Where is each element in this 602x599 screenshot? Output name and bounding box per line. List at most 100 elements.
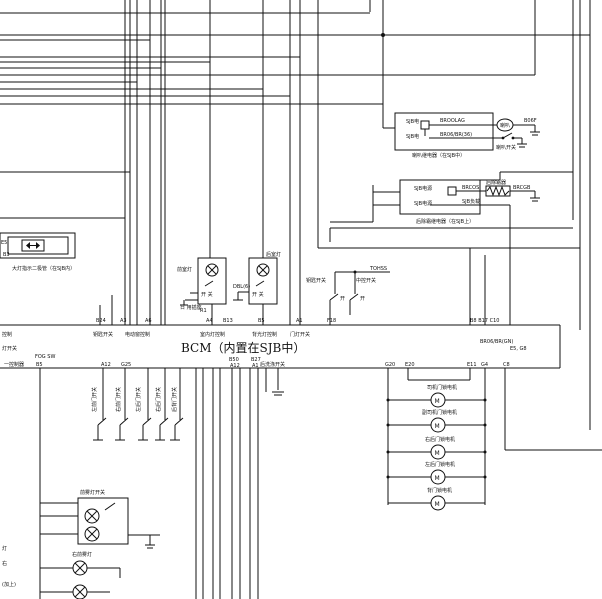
svg-text:E20: E20 (405, 362, 415, 368)
motor-label-5: 背门锁电机 (427, 487, 452, 494)
svg-text:G4: G4 (481, 362, 488, 368)
svg-text:G20: G20 (385, 362, 395, 368)
svg-text:BRCOS: BRCOS (462, 185, 479, 191)
svg-text:G25: G25 (121, 362, 131, 368)
svg-text:B5: B5 (36, 362, 43, 368)
svg-text:A1: A1 (296, 318, 303, 324)
horn-relay-pin-2: SJB电 (406, 133, 419, 140)
svg-text:B5: B5 (258, 318, 265, 324)
svg-text:A12: A12 (101, 362, 111, 368)
svg-text:开: 开 (360, 296, 365, 302)
room-lamp-label: 前室灯 (177, 266, 192, 273)
bcm-top-wires (99, 248, 486, 325)
door-switch-lr: 左后门开关 (135, 387, 142, 412)
svg-text:钥匙开关: 钥匙开关 (93, 331, 113, 338)
door-switch-rr: 右后门开关 (155, 387, 162, 412)
svg-text:F18: F18 (327, 318, 336, 324)
svg-text:BROOLAG: BROOLAG (440, 118, 465, 124)
svg-text:日 用插座: 日 用插座 (180, 304, 202, 311)
svg-text:背光灯控制: 背光灯控制 (252, 331, 277, 338)
door-switch-label: 中控开关 (356, 277, 376, 284)
svg-text:FOG SW: FOG SW (35, 354, 55, 360)
door-switch-back: 后背门开关 (171, 387, 178, 412)
svg-text:A1: A1 (252, 363, 259, 369)
key-switch-group: 钥匙开关 中控开关 TOHSS 开 开 (306, 266, 390, 325)
svg-text:控制: 控制 (2, 331, 12, 338)
svg-text:开: 开 (340, 296, 345, 302)
door-switch-lf: 左前门开关 (91, 387, 98, 412)
svg-text:灯: 灯 (2, 545, 7, 552)
motor-label-2: 副司机门锁电机 (422, 409, 457, 416)
svg-text:R1: R1 (200, 308, 207, 314)
svg-text:TOHSS: TOHSS (369, 266, 387, 272)
svg-text:A12: A12 (230, 363, 240, 369)
door-switches-group: 左前门开关 右前门开关 左后门开关 右后门开关 后背门开关 (39, 368, 284, 599)
left-module-label: 大灯指示二极管（在SJB内） (12, 265, 75, 272)
headlight-indicator-module: E5 B3 大灯指示二极管（在SJB内） (0, 232, 76, 272)
svg-text:B13: B13 (223, 318, 233, 324)
svg-text:M: M (435, 475, 440, 482)
svg-text:BR06/BR(36): BR06/BR(36) (440, 132, 472, 138)
svg-text:M: M (435, 501, 440, 508)
top-bus-wires (124, 0, 591, 430)
svg-text:开 关: 开 关 (252, 291, 264, 298)
svg-text:B50: B50 (229, 357, 239, 363)
svg-text:B06F: B06F (524, 118, 537, 124)
left-module-pin: E5 (1, 240, 7, 246)
horn-switch-label: 喇叭开关 (496, 144, 516, 151)
svg-text:BR06/BR(GN): BR06/BR(GN) (480, 339, 513, 345)
svg-text:C8: C8 (503, 362, 510, 368)
rear-defrost-relay-label: 后除霜继电器（在SJB上） (416, 218, 474, 225)
svg-text:A3: A3 (120, 318, 127, 324)
room-lamps-group: 前室灯 开 关 日 用插座 R1 后室灯 开 关 DBL(6) (177, 251, 281, 325)
svg-text:M: M (435, 423, 440, 430)
fog-lamps-group: 前雾灯开关 右前雾灯 灯 右 (加上) (2, 489, 160, 599)
horn-relay-pin-1: SJB电 (406, 118, 419, 125)
svg-text:E11: E11 (467, 362, 477, 368)
horn-relay-label: 喇叭继电器（在SJB中） (412, 152, 465, 159)
diode-icon (21, 239, 45, 252)
motor-label-1: 司机门锁电机 (427, 384, 457, 391)
svg-text:BRCGB: BRCGB (513, 185, 531, 191)
motor-label-3: 右后门锁电机 (425, 436, 455, 443)
horn-label: 喇叭 (500, 122, 510, 129)
bcm-label: BCM（内置在SJB中） (181, 340, 305, 355)
svg-text:开 关: 开 关 (201, 291, 213, 298)
rear-room-lamp-label: 后室灯 (266, 251, 281, 258)
rear-defrost-pin-2: SJB电源 (414, 200, 432, 207)
motor-label-4: 左后门锁电机 (425, 461, 455, 468)
left-horizontal-wires (0, 12, 590, 219)
right-front-fog-label: 右前雾灯 (72, 551, 92, 558)
svg-text:DBL(6): DBL(6) (233, 284, 250, 290)
svg-text:B27: B27 (251, 357, 261, 363)
rear-defrost-relay-group: SJB电源 SJB电源 BRCOS SJB负载 后除霜继电器（在SJB上） 后除… (372, 171, 573, 325)
middle-routing-wires (209, 221, 580, 258)
svg-text:SJB负载: SJB负载 (462, 198, 480, 205)
svg-text:一控制器: 一控制器 (4, 361, 24, 368)
svg-text:B24: B24 (96, 318, 106, 324)
fog-switch-label: 前雾灯开关 (80, 489, 105, 496)
svg-text:M: M (435, 398, 440, 405)
door-lock-motors-group: M 司机门锁电机 M 副司机门锁电机 M 右后门锁电机 M 左后门锁电机 M 背 (386, 368, 602, 511)
svg-text:室内灯控制: 室内灯控制 (200, 331, 225, 338)
horn-relay-box (394, 112, 494, 151)
svg-text:后洗涤开关: 后洗涤开关 (260, 361, 285, 368)
rear-defroster-label: 后除霜器 (486, 179, 506, 186)
svg-text:M: M (435, 450, 440, 457)
rear-defrost-relay-box (399, 179, 481, 215)
svg-text:A4: A4 (206, 318, 213, 324)
door-switch-rf: 右前门开关 (115, 387, 122, 412)
horn-relay-group: SJB电 SJB电 BROOLAG BR06/BR(36) 喇叭继电器（在SJB… (382, 104, 540, 159)
bcm-right-pin: E5, G8 (510, 346, 527, 352)
rear-defrost-pin-1: SJB电源 (414, 185, 432, 192)
svg-text:B3: B3 (3, 252, 10, 258)
svg-text:灯开关: 灯开关 (2, 345, 17, 352)
key-switch-label: 钥匙开关 (306, 277, 326, 284)
svg-text:右: 右 (2, 560, 7, 567)
svg-text:A6: A6 (145, 318, 152, 324)
svg-text:门灯开关: 门灯开关 (290, 331, 310, 338)
bcm-module: BCM（内置在SJB中） E5, G8 BR06/BR(GN) B24 A3 A… (0, 318, 561, 369)
svg-text:电动窗控制: 电动窗控制 (125, 331, 150, 338)
svg-text:(加上): (加上) (2, 581, 16, 588)
